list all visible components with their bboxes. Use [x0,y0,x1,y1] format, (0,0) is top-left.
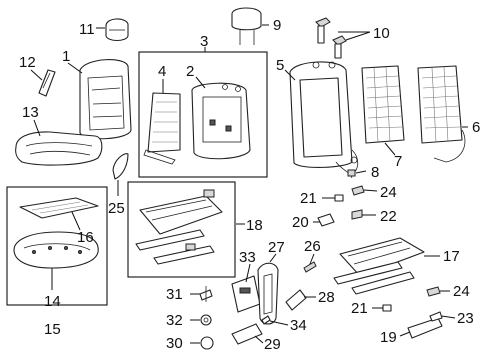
callout-17: 17 [443,248,460,265]
cushion-foam-part-14 [13,231,99,269]
leader-34 [269,320,289,326]
knob-part-32 [200,314,212,326]
seatback-cover-part-1 [79,59,132,140]
callout-2: 2 [186,63,194,80]
wire-sensor-part-8 [335,156,358,179]
seat-track-part-18 [135,189,223,265]
leader-7 [384,142,396,156]
screw-part-34 [261,315,271,325]
callout-23: 23 [457,310,474,327]
clip-part-23 [429,311,443,322]
side-trim-part-12 [38,69,56,97]
leader-13 [33,119,41,137]
group-box-18 [127,181,236,278]
trim-part-25 [112,153,129,180]
callout-22: 22 [380,208,397,225]
headrest-guide-part-10 [315,17,347,59]
leader-24a [363,189,378,192]
callout-33: 33 [239,249,256,266]
headrest-part-11 [105,18,129,42]
callout-21-lower: 21 [351,300,368,317]
callout-28: 28 [318,289,335,306]
leader-8 [355,170,367,174]
clip-part-21-upper [334,194,344,202]
callout-21-upper: 21 [300,190,317,207]
callout-13: 13 [22,104,39,121]
leader-5 [284,69,296,81]
callout-24-lower: 24 [453,283,470,300]
leader-29 [254,335,264,344]
callout-9: 9 [273,17,281,34]
callout-25: 25 [108,200,125,217]
callout-29: 29 [264,336,281,353]
leader-23 [441,315,456,319]
spring-mat-part-6 [417,65,466,163]
trim-part-28 [285,289,307,311]
callout-5: 5 [276,57,284,74]
cushion-cover-part-13 [15,131,103,166]
callout-4: 4 [158,63,166,80]
knob-part-31 [199,286,213,302]
callout-27: 27 [268,239,285,256]
backrest-pad-part-4 [143,92,181,165]
backrest-frame-part-5 [289,61,353,168]
leader-27 [269,253,277,263]
callout-15: 15 [44,321,61,338]
callout-16: 16 [77,229,94,246]
callout-8: 8 [371,164,379,181]
callout-10: 10 [373,25,390,42]
clip-part-24-upper [351,185,365,196]
callout-18: 18 [246,217,263,234]
callout-30: 30 [166,335,183,352]
callout-20: 20 [292,214,309,231]
callout-14: 14 [44,293,61,310]
leader-2 [195,76,206,89]
side-shield-part-27 [257,262,279,325]
backrest-foam-part-2 [191,82,251,160]
callout-7: 7 [394,153,402,170]
leader-1 [67,62,83,74]
seat-track-part-17 [333,237,425,295]
callout-3: 3 [200,33,208,50]
cushion-pad-part-16 [19,197,99,219]
trim-part-29 [231,323,263,345]
group-box-3 [138,51,268,178]
clip-part-21-lower [382,304,392,312]
callout-1: 1 [62,48,70,65]
leader-16 [71,211,81,231]
clip-part-24-lower [426,286,441,297]
leader-10b [345,31,371,41]
spring-mat-part-7 [349,65,405,177]
callout-31: 31 [166,286,183,303]
headrest-part-9 [231,7,262,45]
callout-32: 32 [166,312,183,329]
trim-part-19 [407,317,443,339]
callout-26: 26 [304,238,321,255]
leader-26 [309,253,315,265]
leader-19 [399,331,411,337]
leader-33 [245,263,251,283]
callout-11: 11 [79,21,95,38]
callout-24-upper: 24 [380,184,397,201]
bracket-part-20 [317,213,335,227]
group-box-15 [6,186,108,306]
trim-part-26 [303,261,317,273]
callout-34: 34 [290,317,307,334]
callout-12: 12 [19,54,36,71]
leader-12 [30,69,43,81]
knob-part-30 [200,336,214,350]
callout-19: 19 [380,329,397,346]
callout-6: 6 [472,119,480,136]
clip-part-22 [351,209,363,220]
